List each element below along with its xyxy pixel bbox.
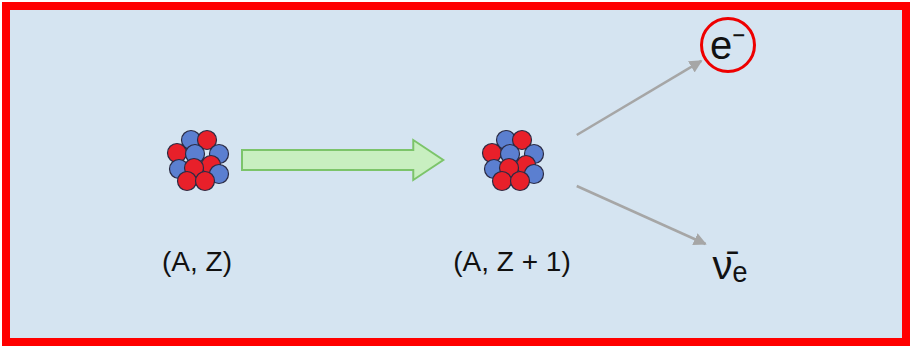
emission-arrow <box>577 61 702 135</box>
nucleus-illustration <box>168 131 229 191</box>
nucleus-illustration <box>483 131 544 191</box>
antineutrino-node: ν̄ₑ <box>709 238 752 292</box>
emission-arrow <box>577 186 706 244</box>
nucleus-label: (A, Z) <box>162 246 232 278</box>
nucleus-node: (A, Z + 1) <box>449 122 574 284</box>
particle-label: ν̄ₑ <box>713 242 748 288</box>
decay-arrow <box>242 140 443 180</box>
particle-label: e⁻ <box>710 25 746 65</box>
panel-frame <box>2 2 910 346</box>
electron-circle: e⁻ <box>700 17 756 73</box>
nucleus-node: (A, Z) <box>158 122 236 284</box>
nucleus-label: (A, Z + 1) <box>453 246 570 278</box>
